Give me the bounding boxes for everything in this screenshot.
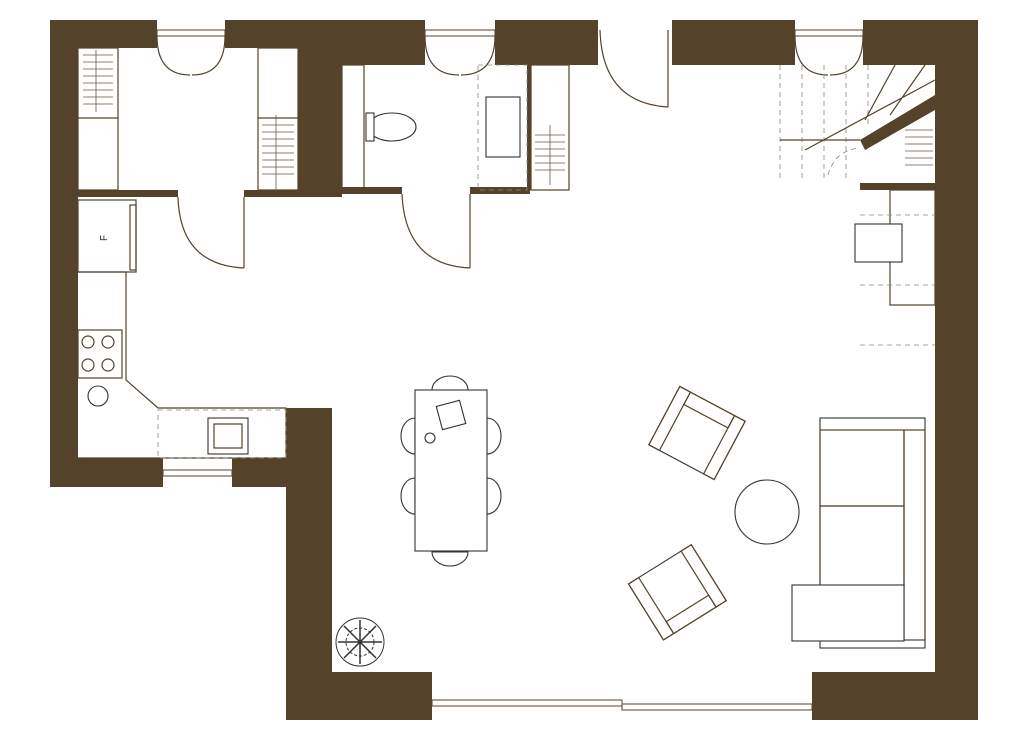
staircase <box>779 64 936 346</box>
wall-right <box>935 20 978 720</box>
window-closet <box>156 29 226 37</box>
wall-closet-bottom-a <box>78 190 178 197</box>
dining <box>400 375 502 567</box>
bath-cabinet <box>341 64 365 191</box>
living <box>335 385 926 667</box>
closet-room <box>77 47 299 191</box>
sofa-chaise <box>791 584 905 642</box>
stair-outline <box>780 64 936 151</box>
window-kitchen <box>162 469 233 477</box>
walls <box>50 20 978 720</box>
window-stair <box>794 29 864 37</box>
window-swing-closet <box>156 35 226 76</box>
wall-top-a <box>225 20 425 48</box>
hangers-left <box>83 50 113 112</box>
wall-bottom-right <box>812 672 978 720</box>
wall-bath-divider <box>527 65 531 190</box>
hangers-stair <box>905 129 933 166</box>
closet-narrow <box>530 64 570 191</box>
washing-machine <box>854 223 903 263</box>
door-entry <box>599 29 669 108</box>
window-swing-bath <box>424 35 496 76</box>
shower-area <box>477 64 528 191</box>
wall-top-b <box>495 20 598 65</box>
wall-bath-bottom-a <box>342 187 402 194</box>
wall-closet-bottom-b <box>244 190 342 197</box>
hangers-right <box>262 115 294 190</box>
wall-left-lower <box>286 408 332 720</box>
wall-stair-bottom <box>860 183 935 190</box>
dining-chair <box>486 417 502 455</box>
windows <box>156 29 864 711</box>
plant-icon <box>335 617 385 667</box>
window-sliding-left <box>431 699 623 707</box>
wall-stair-diagonal <box>860 95 935 150</box>
burner-icon <box>101 358 115 372</box>
door-closet <box>177 196 245 269</box>
dining-chair <box>431 375 469 391</box>
hangers-narrow <box>535 125 565 185</box>
wall-left <box>50 20 78 487</box>
armchair-top <box>648 385 746 481</box>
fruit-bowl-icon <box>87 385 109 407</box>
stove <box>77 329 123 379</box>
stair-arc <box>827 147 861 176</box>
dining-chair <box>400 417 416 455</box>
book-icon <box>435 399 467 431</box>
stair-steps <box>779 65 869 180</box>
coffee-table <box>734 479 800 545</box>
kitchen: F <box>77 199 287 459</box>
dining-chair <box>400 477 416 515</box>
wall-bottom-left <box>286 672 432 720</box>
toilet <box>367 112 417 142</box>
wardrobe-right <box>257 47 299 191</box>
bathroom <box>341 64 570 191</box>
counter-dashed <box>157 409 287 459</box>
window-bath <box>424 29 496 37</box>
cup-icon <box>424 432 436 444</box>
wardrobe-left <box>77 47 119 191</box>
wall-kitchen-bottom-a <box>50 458 163 487</box>
door-bath <box>401 193 471 269</box>
wall-bath-bottom-b <box>470 187 530 194</box>
armchair-bottom <box>627 543 728 641</box>
window-sliding-right <box>621 703 813 711</box>
wall-pier <box>298 48 342 193</box>
burner-icon <box>101 335 115 349</box>
dining-chair <box>486 477 502 515</box>
wall-top-c <box>672 20 795 65</box>
kitchen-counter <box>78 271 287 459</box>
burner-icon <box>81 358 95 372</box>
doors <box>177 29 669 269</box>
window-swing-stair <box>794 35 864 76</box>
stair-dashed-lines <box>860 214 935 346</box>
fridge-label: F <box>99 235 110 241</box>
toilet-tank <box>365 112 375 142</box>
dining-chair <box>431 551 469 567</box>
shower-tray <box>485 96 521 158</box>
burner-icon <box>81 335 95 349</box>
